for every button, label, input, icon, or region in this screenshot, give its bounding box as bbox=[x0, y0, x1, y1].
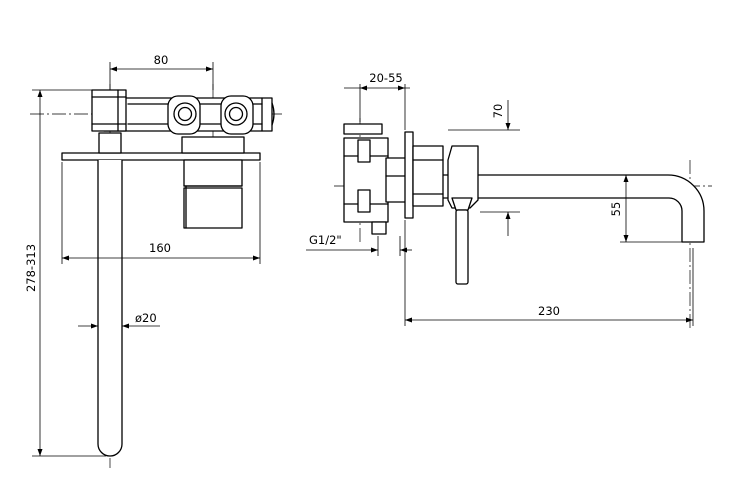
dim-230: 230 bbox=[404, 220, 694, 326]
dim-20-55-label: 20-55 bbox=[369, 71, 402, 85]
dim-diameter-20-label: ø20 bbox=[135, 311, 157, 325]
dim-diameter-20: ø20 bbox=[78, 311, 160, 329]
dim-thread-g1-2: G1/2" bbox=[306, 233, 412, 256]
dim-160-label: 160 bbox=[149, 241, 171, 255]
dim-278-313-label: 278-313 bbox=[24, 244, 38, 292]
side-view bbox=[334, 118, 712, 330]
dim-55: 55 bbox=[609, 174, 682, 243]
dim-thread-g1-2-label: G1/2" bbox=[309, 233, 342, 247]
dim-70: 70 bbox=[448, 100, 520, 236]
dim-70-label: 70 bbox=[491, 104, 505, 119]
dim-160: 160 bbox=[61, 162, 261, 264]
front-view bbox=[30, 84, 282, 468]
dim-20-55: 20-55 bbox=[344, 71, 410, 130]
valve-boss-right bbox=[220, 95, 254, 135]
dim-55-label: 55 bbox=[609, 202, 623, 217]
valve-boss-left bbox=[167, 95, 201, 135]
dim-80-label: 80 bbox=[154, 53, 169, 67]
dim-80: 80 bbox=[109, 53, 214, 90]
dim-230-label: 230 bbox=[538, 304, 560, 318]
dim-278-313: 278-313 bbox=[24, 89, 106, 457]
